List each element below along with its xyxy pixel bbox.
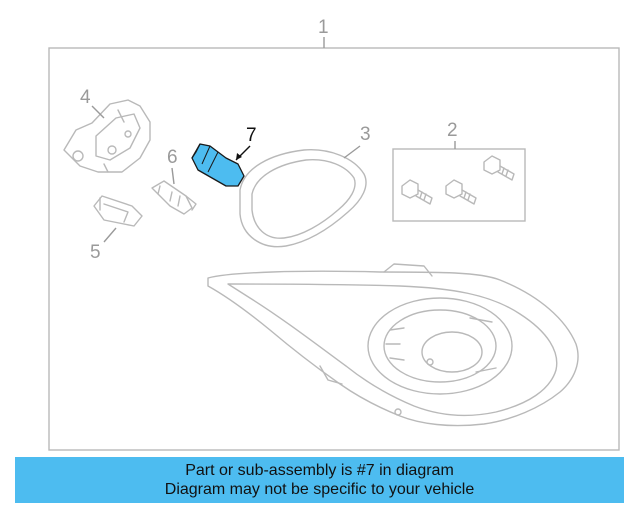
callout-1: 1 [318, 17, 329, 38]
part-4-housing-bracket[interactable] [63, 99, 151, 173]
callout-3: 3 [360, 124, 371, 145]
callout-6: 6 [167, 147, 178, 168]
callout-7: 7 [246, 125, 257, 146]
leader-7-arrowhead [236, 153, 242, 160]
callout-2: 2 [447, 120, 458, 141]
leader-4 [91, 105, 105, 119]
tail-lamp-assembly[interactable] [207, 263, 579, 427]
info-banner: Part or sub-assembly is #7 in diagram Di… [15, 457, 624, 503]
leader-5 [103, 227, 117, 243]
part-6-wedge-socket[interactable] [151, 180, 197, 215]
part-5-bulb-socket[interactable] [93, 195, 143, 227]
banner-line-2: Diagram may not be specific to your vehi… [164, 481, 475, 498]
part-7-bulb[interactable] [191, 143, 245, 187]
callout-5: 5 [90, 242, 101, 263]
callout-4: 4 [80, 87, 91, 108]
part-2-screws[interactable] [401, 155, 515, 205]
leader-6 [171, 167, 175, 185]
part-3-gasket[interactable] [239, 149, 367, 248]
leader-3 [343, 145, 361, 159]
screws-box [392, 148, 526, 222]
diagram-frame [48, 47, 620, 451]
banner-line-1: Part or sub-assembly is #7 in diagram [185, 462, 454, 479]
